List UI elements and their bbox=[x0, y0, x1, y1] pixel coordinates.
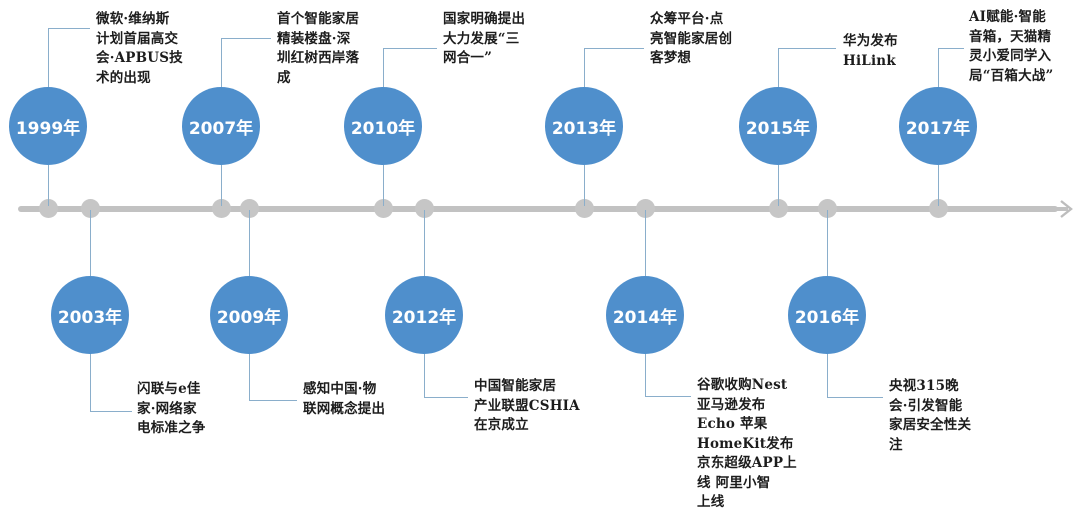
timeline-node-2017[interactable] bbox=[928, 199, 948, 218]
arrow-right-icon bbox=[1050, 200, 1073, 218]
year-bubble-1999[interactable]: 1999年 bbox=[9, 87, 87, 165]
connector-arm bbox=[90, 411, 132, 413]
year-bubble-2015[interactable]: 2015年 bbox=[739, 87, 817, 165]
connector-stem-lower bbox=[383, 165, 385, 206]
connector-stem-upper bbox=[383, 48, 385, 95]
connector-arm bbox=[827, 397, 883, 399]
connector-stem-lower bbox=[778, 165, 780, 206]
timeline-node-2003[interactable] bbox=[80, 199, 100, 218]
timeline-axis-line bbox=[18, 206, 1058, 212]
year-bubble-2010[interactable]: 2010年 bbox=[344, 87, 422, 165]
year-bubble-2016[interactable]: 2016年 bbox=[788, 276, 866, 354]
timeline-node-2012[interactable] bbox=[414, 199, 434, 218]
timeline-node-2016[interactable] bbox=[817, 199, 837, 218]
year-bubble-2017[interactable]: 2017年 bbox=[899, 87, 977, 165]
connector-arm bbox=[778, 48, 836, 50]
year-bubble-2013[interactable]: 2013年 bbox=[545, 87, 623, 165]
connector-stem-upper bbox=[48, 28, 50, 95]
year-bubble-2009[interactable]: 2009年 bbox=[210, 276, 288, 354]
connector-stem-upper bbox=[827, 210, 829, 276]
connector-stem-lower bbox=[424, 348, 426, 397]
connector-stem-upper bbox=[249, 210, 251, 276]
timeline-node-2007[interactable] bbox=[211, 199, 231, 218]
timeline-node-2013[interactable] bbox=[574, 199, 594, 218]
connector-stem-lower bbox=[48, 165, 50, 206]
timeline-node-1999[interactable] bbox=[38, 199, 58, 218]
connector-stem-upper bbox=[221, 38, 223, 95]
event-label-2009: 感知中国·物 联网概念提出 bbox=[303, 381, 386, 417]
connector-arm bbox=[938, 48, 964, 50]
timeline-node-2014[interactable] bbox=[635, 199, 655, 218]
connector-stem-upper bbox=[584, 48, 586, 95]
event-label-2016: 央视315晚 会·引发智能 家居安全性关 注 bbox=[889, 378, 972, 453]
event-label-2003: 闪联与e佳 家·网络家 电标准之争 bbox=[137, 381, 206, 436]
connector-arm bbox=[249, 400, 297, 402]
event-label-1999: 微软·维纳斯 计划首届高交 会·APBUS技 术的出现 bbox=[96, 11, 183, 86]
year-bubble-2012[interactable]: 2012年 bbox=[385, 276, 463, 354]
timeline-node-2010[interactable] bbox=[373, 199, 393, 218]
event-label-2013: 众筹平台·点 亮智能家居创 客梦想 bbox=[650, 11, 733, 66]
connector-stem-lower bbox=[249, 348, 251, 400]
connector-arm bbox=[645, 396, 691, 398]
event-label-2012: 中国智能家居 产业联盟CSHIA 在京成立 bbox=[474, 378, 580, 433]
year-bubble-2007[interactable]: 2007年 bbox=[182, 87, 260, 165]
year-bubble-2014[interactable]: 2014年 bbox=[606, 276, 684, 354]
timeline-node-2009[interactable] bbox=[239, 199, 259, 218]
event-label-2007: 首个智能家居 精装楼盘·深 圳红树西岸落 成 bbox=[277, 11, 360, 86]
event-label-2017: AI赋能·智能 音箱，天猫精 灵小爱同学入 局“百箱大战” bbox=[969, 9, 1054, 84]
connector-stem-upper bbox=[90, 210, 92, 276]
connector-arm bbox=[221, 38, 271, 40]
timeline-node-2015[interactable] bbox=[768, 199, 788, 218]
event-label-2010: 国家明确提出 大力发展“三 网合一” bbox=[443, 11, 526, 66]
connector-stem-lower bbox=[645, 348, 647, 396]
connector-stem-upper bbox=[938, 48, 940, 95]
year-bubble-2003[interactable]: 2003年 bbox=[51, 276, 129, 354]
connector-stem-upper bbox=[645, 210, 647, 276]
event-label-2014: 谷歌收购Nest 亚马逊发布 Echo 苹果 HomeKit发布 京东超级APP… bbox=[697, 377, 797, 510]
connector-stem-upper bbox=[778, 48, 780, 95]
connector-stem-lower bbox=[938, 165, 940, 206]
connector-arm bbox=[383, 48, 437, 50]
connector-arm bbox=[424, 397, 468, 399]
connector-stem-lower bbox=[90, 348, 92, 411]
connector-stem-lower bbox=[827, 348, 829, 397]
connector-stem-lower bbox=[584, 165, 586, 206]
connector-stem-lower bbox=[221, 165, 223, 206]
connector-arm bbox=[584, 48, 644, 50]
connector-arm bbox=[48, 28, 90, 30]
event-label-2015: 华为发布 HiLink bbox=[843, 33, 898, 69]
connector-stem-upper bbox=[424, 210, 426, 276]
